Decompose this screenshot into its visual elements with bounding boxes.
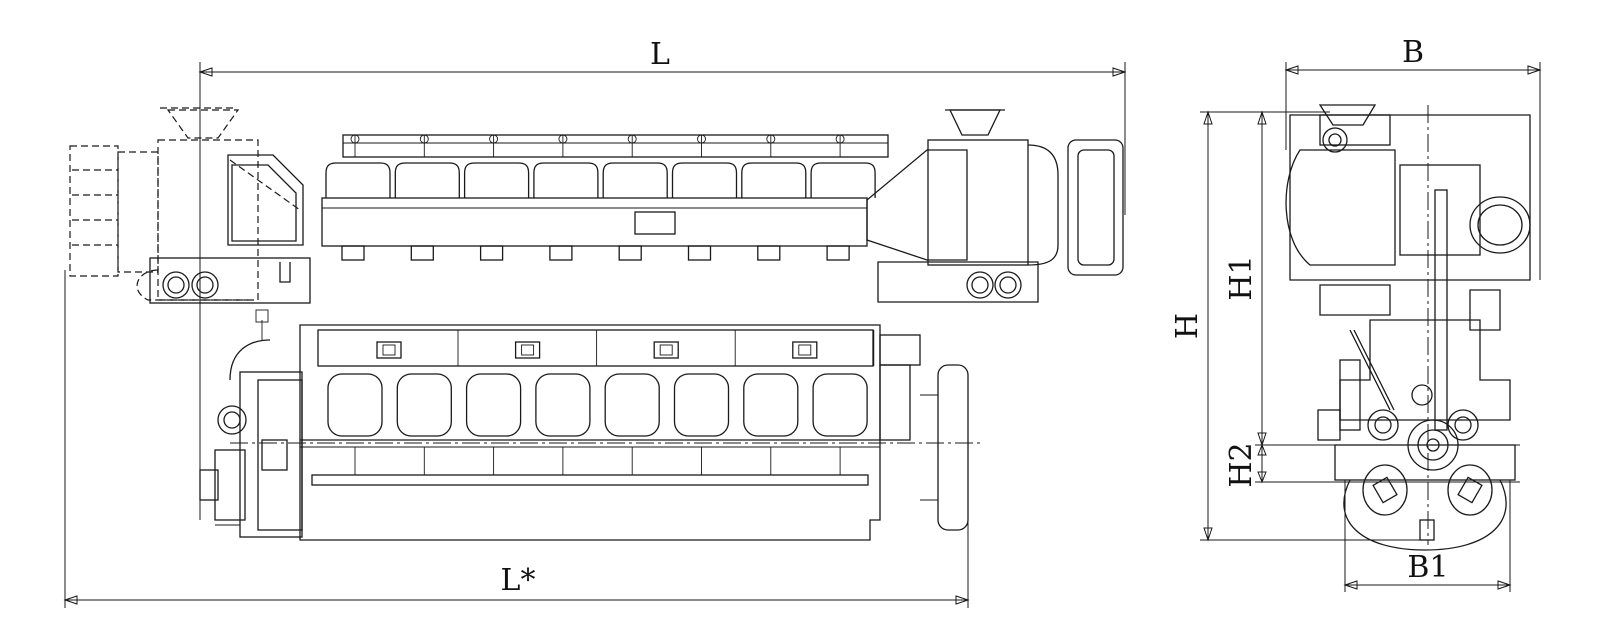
- dimension-b1-label: B1: [1407, 550, 1448, 585]
- cylinder-head-cover: [810, 162, 876, 198]
- cylinder-head-cover: [602, 162, 668, 198]
- crankcase-door: [743, 373, 799, 437]
- manufacturer-logo-plates: [376, 330, 875, 366]
- cylinder-heads: [325, 134, 876, 261]
- cylinder-head-cover: [741, 162, 807, 198]
- right-exhaust-and-flywheel: [866, 109, 1124, 303]
- crankcase-door: [604, 373, 660, 437]
- dimension-b-label: B: [1402, 35, 1424, 70]
- fuel-pump-block: [341, 245, 365, 261]
- head-stud-cap: [489, 134, 499, 144]
- crankcase-door: [535, 373, 591, 437]
- fuel-pump-block: [687, 245, 712, 261]
- fuel-pump-block: [410, 245, 434, 261]
- crankcase-door: [465, 373, 522, 437]
- fuel-pump-block: [757, 245, 781, 261]
- head-stud-cap: [419, 134, 429, 144]
- dimension-l-star-label: L*: [501, 563, 536, 598]
- dimension-h2-label: H2: [1224, 442, 1259, 487]
- logo-plate: [653, 341, 679, 359]
- cylinder-head-cover: [671, 162, 738, 198]
- flywheel: [920, 364, 969, 531]
- logo-mark: [798, 344, 812, 356]
- crankcase-doors: [327, 373, 868, 475]
- dimension-l-label: L: [650, 37, 670, 72]
- cylinder-head-cover: [325, 162, 391, 198]
- front-gear-case: [199, 309, 303, 538]
- logo-plate: [376, 341, 402, 359]
- logo-mark: [521, 344, 535, 356]
- dimension-h2: H2: [1224, 442, 1520, 488]
- dimension-b: B: [1284, 35, 1542, 280]
- head-stud-cap: [697, 134, 706, 144]
- engine-side-view: L L*: [63, 37, 1127, 608]
- engine-end-view: B B1 H H1 H2: [1170, 35, 1542, 592]
- dimension-b1: B1: [1343, 480, 1512, 592]
- cylinder-head-row: [321, 134, 889, 261]
- dimension-h1: H1: [1224, 110, 1520, 447]
- fuel-pump-block: [618, 245, 642, 261]
- fuel-pump-block: [826, 245, 850, 261]
- logo-mark: [382, 344, 396, 356]
- end-view-engine-body: [1285, 104, 1531, 551]
- head-stud-cap: [350, 134, 360, 144]
- logo-plate: [514, 341, 541, 359]
- fuel-pump-block: [549, 245, 573, 261]
- crankcase-door: [812, 373, 868, 437]
- head-stud-cap: [558, 134, 568, 144]
- dimension-h1-label: H1: [1224, 255, 1259, 300]
- crankcase-door: [327, 373, 383, 437]
- head-stud-cap: [766, 134, 776, 144]
- dimension-h: H: [1170, 110, 1430, 542]
- left-turbocharger: [149, 154, 311, 304]
- engine-block: [299, 324, 921, 541]
- logo-mark: [659, 344, 673, 356]
- cylinder-head-cover: [463, 162, 530, 198]
- cylinder-head-cover: [533, 162, 599, 198]
- dimension-h-label: H: [1170, 313, 1205, 339]
- optional-air-intake-dashed: [69, 107, 301, 301]
- head-stud-cap: [835, 134, 845, 144]
- crankcase-door: [673, 373, 730, 437]
- fuel-pump-block: [479, 245, 504, 261]
- logo-plate: [792, 341, 818, 359]
- crankcase-door: [396, 373, 452, 437]
- cylinder-head-cover: [394, 162, 460, 198]
- head-stud-cap: [627, 134, 637, 144]
- dimension-l-star: L*: [63, 270, 970, 608]
